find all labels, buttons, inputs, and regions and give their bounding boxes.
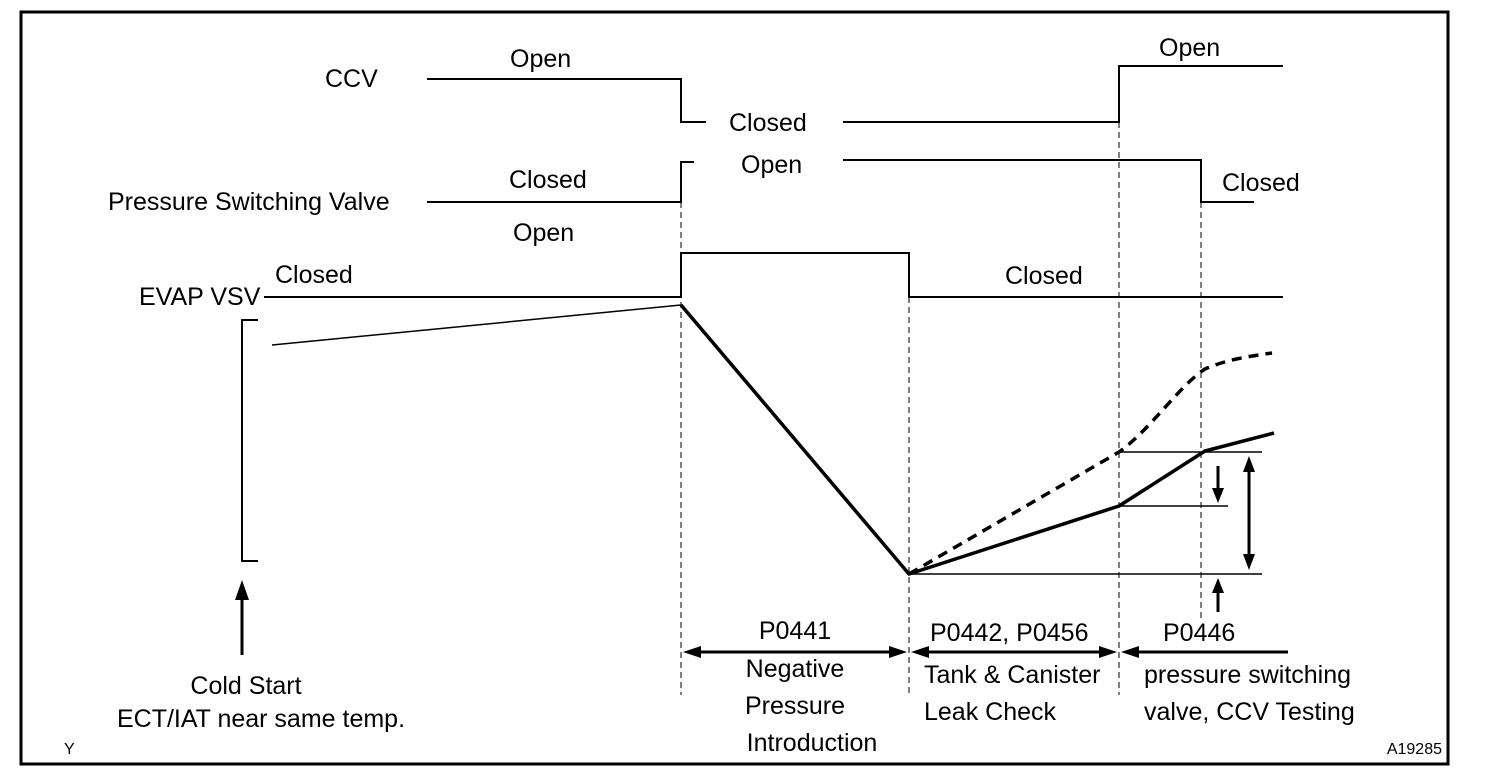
p0441-line2: Pressure bbox=[745, 692, 845, 720]
p0446-range-head-left bbox=[1121, 646, 1139, 658]
evap-vsv-label: EVAP VSV bbox=[139, 283, 261, 311]
evap-vsv-state-open: Open bbox=[513, 219, 574, 247]
ccv-state-closed: Closed bbox=[729, 109, 807, 137]
footer-left-mark: Y bbox=[64, 741, 75, 758]
cold-start-arrow bbox=[235, 580, 249, 655]
figure-id: A19285 bbox=[1387, 741, 1442, 758]
cold-start-arrow-head bbox=[235, 580, 249, 600]
ccv-state-open-2: Open bbox=[1159, 34, 1220, 62]
reference-lines bbox=[909, 451, 1262, 575]
ccv-state-open-1: Open bbox=[510, 45, 571, 73]
p0441-code: P0441 bbox=[759, 617, 831, 645]
pressure-curve-solid bbox=[679, 303, 1275, 576]
evap-vsv-state-closed-2: Closed bbox=[1005, 262, 1083, 290]
psv-state-open: Open bbox=[741, 151, 802, 179]
small-down-arrow-head bbox=[1212, 488, 1224, 503]
measurement-arrows bbox=[1212, 456, 1255, 612]
p0446-line1: pressure switching bbox=[1144, 661, 1351, 689]
double-arrow-head-top bbox=[1243, 456, 1255, 472]
pressure-axis-bracket bbox=[241, 319, 258, 562]
ccv-label: CCV bbox=[325, 65, 378, 93]
cold-start-line1: Cold Start bbox=[190, 672, 301, 700]
psv-state-closed-2: Closed bbox=[1222, 169, 1300, 197]
p0441-line3: Introduction bbox=[747, 729, 878, 757]
ccv-trace bbox=[427, 65, 1283, 123]
double-arrow-head-bottom bbox=[1243, 554, 1255, 570]
p0442-range-head-right bbox=[1099, 646, 1117, 658]
diagram-frame bbox=[19, 10, 1450, 766]
p0441-range-head-right bbox=[889, 646, 907, 658]
p0446-code: P0446 bbox=[1163, 619, 1235, 647]
small-up-arrow-head bbox=[1212, 578, 1224, 593]
p0441-range-head-left bbox=[683, 646, 701, 658]
pressure-curve-dashed bbox=[908, 351, 1273, 576]
cold-start-line2: ECT/IAT near same temp. bbox=[117, 705, 405, 733]
psv-label: Pressure Switching Valve bbox=[108, 188, 390, 216]
p0442-range-head-left bbox=[911, 646, 929, 658]
psv-state-closed-1: Closed bbox=[509, 166, 587, 194]
evap-vsv-trace bbox=[264, 252, 1283, 298]
p0442-code: P0442, P0456 bbox=[930, 619, 1088, 647]
psv-trace bbox=[427, 159, 1254, 203]
p0442-line1: Tank & Canister bbox=[924, 661, 1100, 689]
pressure-curve-initial bbox=[271, 304, 682, 346]
phase-boundaries bbox=[680, 122, 1202, 695]
evap-vsv-state-closed-1: Closed bbox=[275, 261, 353, 289]
p0441-line1: Negative bbox=[746, 655, 845, 683]
phase-range-arrows bbox=[683, 646, 1288, 658]
p0446-line2: valve, CCV Testing bbox=[1144, 698, 1355, 726]
p0442-line2: Leak Check bbox=[924, 698, 1057, 726]
